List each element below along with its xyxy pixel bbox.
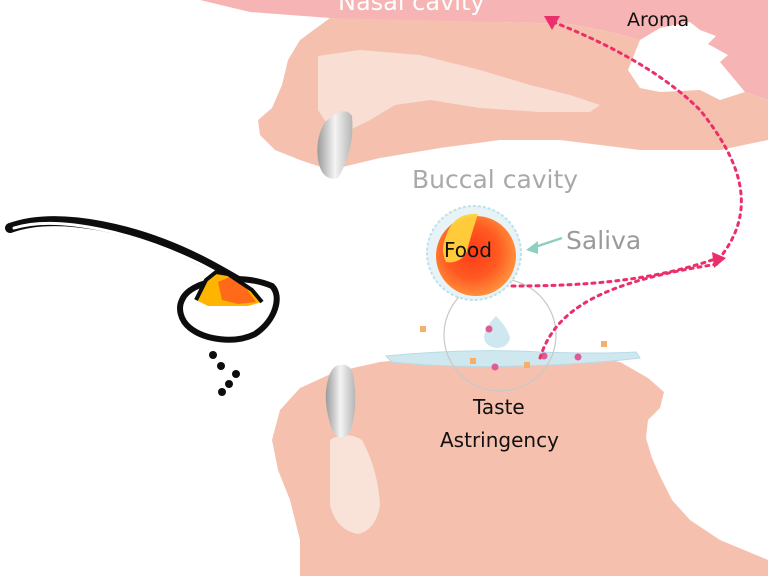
taste-particle bbox=[601, 341, 607, 347]
aroma-arrowhead-top bbox=[544, 16, 560, 30]
upper-tooth bbox=[317, 111, 353, 179]
crumb bbox=[218, 388, 226, 396]
aroma-path-from-food bbox=[510, 256, 720, 288]
lower-tooth bbox=[325, 364, 356, 438]
palate-highlight bbox=[318, 50, 600, 130]
taste-particle bbox=[420, 326, 426, 332]
saliva-arrowhead bbox=[526, 241, 538, 254]
astringency-particle bbox=[540, 352, 548, 360]
aroma-label: Aroma bbox=[627, 9, 690, 31]
astringency-particle bbox=[574, 353, 582, 361]
crumb bbox=[232, 370, 240, 378]
astringency-particle bbox=[491, 363, 499, 371]
taste-particle bbox=[470, 358, 476, 364]
spice-outline bbox=[194, 270, 264, 304]
crumb bbox=[217, 362, 225, 370]
food-highlight bbox=[443, 213, 478, 263]
buccal-cavity-label: Buccal cavity bbox=[412, 165, 579, 194]
spice-orange-layer bbox=[218, 276, 256, 304]
aroma-path-retronasal bbox=[546, 18, 743, 262]
aroma-arrowhead-right bbox=[712, 252, 726, 268]
tongue-and-lower-jaw bbox=[272, 352, 768, 576]
astringency-particle bbox=[485, 325, 493, 333]
astringency-label: Astringency bbox=[440, 428, 559, 452]
taste-particle bbox=[524, 362, 530, 368]
taste-label: Taste bbox=[473, 395, 525, 419]
crumb bbox=[225, 380, 233, 388]
saliva-drop bbox=[484, 316, 510, 348]
saliva-label: Saliva bbox=[566, 226, 642, 255]
nasal-cavity-label: Nasal cavity bbox=[338, 0, 485, 16]
nasal-cavity-region bbox=[200, 0, 768, 100]
lower-gum-highlight bbox=[330, 435, 380, 534]
aroma-path-from-tongue bbox=[538, 262, 720, 360]
crumb bbox=[209, 351, 217, 359]
food-label: Food bbox=[444, 238, 492, 262]
